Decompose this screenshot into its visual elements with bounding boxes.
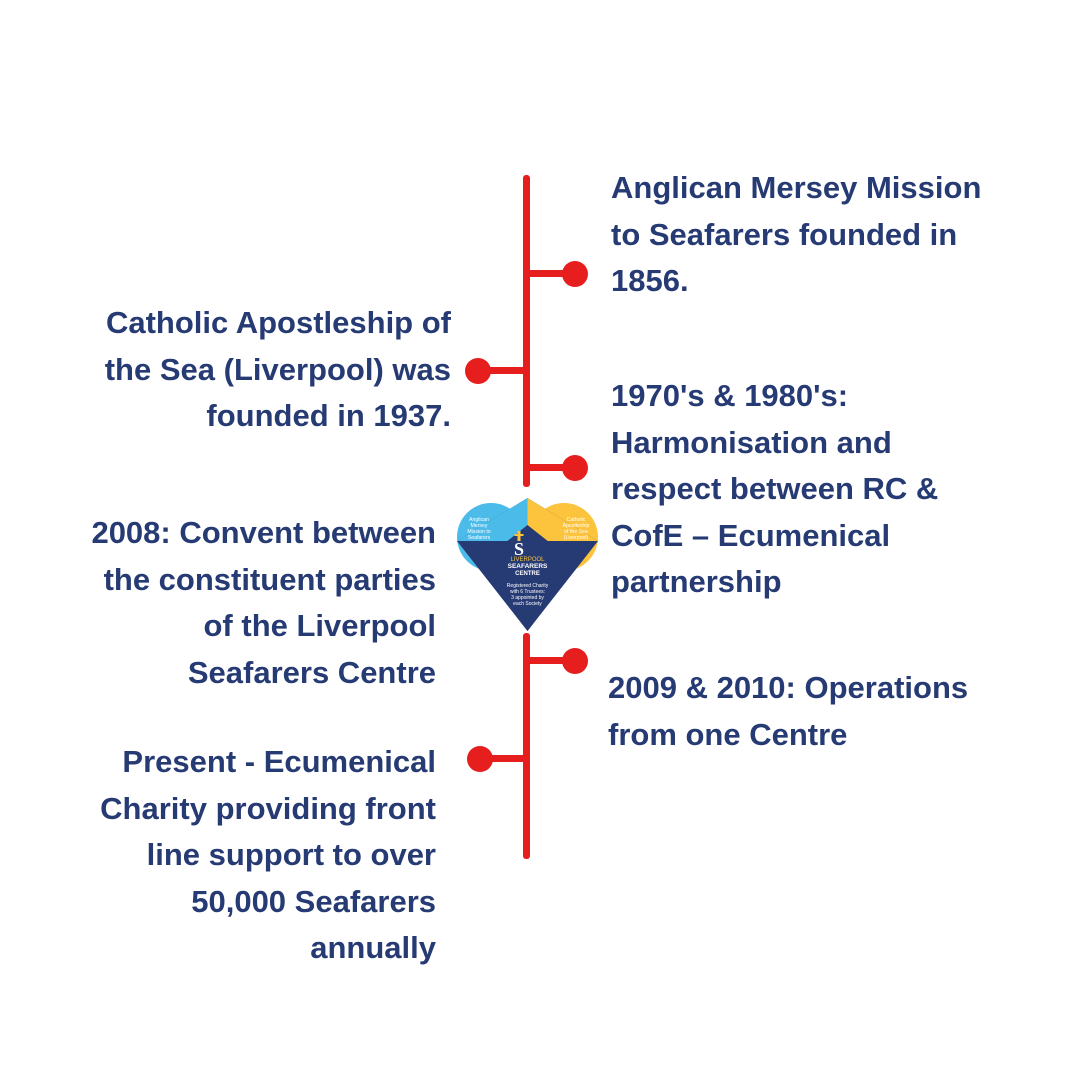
event-anglican-mission: Anglican Mersey Mission to Seafarers fou… (611, 170, 982, 298)
timeline-dot-present (467, 746, 493, 772)
timeline-branch-harmonisation (527, 464, 575, 471)
logo-blue-wedge (457, 498, 528, 541)
timeline-branch-operations (527, 657, 575, 664)
logo-emblem: S (514, 539, 524, 559)
logo-yellow-wedge (527, 498, 598, 541)
event-convent-2008: 2008: Convent between the constituent pa… (91, 515, 436, 690)
cross-bar-icon (514, 534, 524, 536)
timeline-branch-anglican (527, 270, 575, 277)
timeline-spine-bottom (523, 633, 530, 859)
logo-navy-heart-tip (477, 525, 578, 631)
timeline-branch-present (480, 755, 528, 762)
event-present: Present - Ecumenical Charity providing f… (100, 744, 436, 965)
timeline-dot-anglican (562, 261, 588, 287)
timeline-branch-catholic (478, 367, 528, 374)
logo-name-top: LIVERPOOL (510, 557, 545, 563)
timeline-dot-operations (562, 648, 588, 674)
timeline-spine-top (523, 175, 530, 487)
logo-name-bottom: CENTRE (515, 571, 540, 577)
event-catholic-apostleship: Catholic Apostleship of the Sea (Liverpo… (104, 305, 451, 433)
timeline-dot-harmonisation (562, 455, 588, 481)
event-harmonisation: 1970's & 1980's: Harmonisation and respe… (611, 378, 939, 599)
logo-name-mid: SEAFARERS (508, 563, 548, 570)
timeline-dot-catholic (465, 358, 491, 384)
event-operations-2009: 2009 & 2010: Operations from one Centre (608, 670, 969, 752)
